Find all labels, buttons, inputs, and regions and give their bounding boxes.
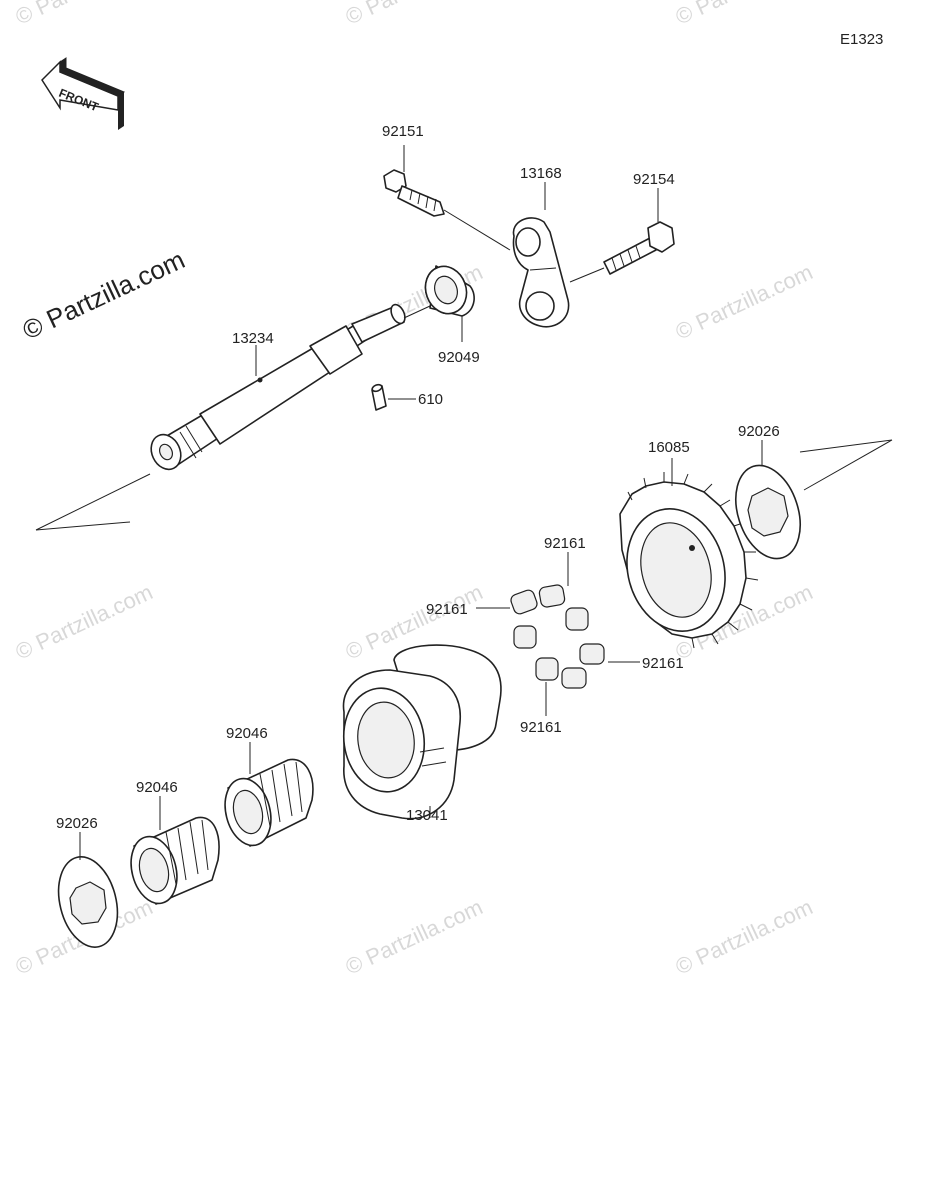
front-arrow-icon: FRONT <box>41 57 126 130</box>
gear-16085 <box>619 472 759 649</box>
watermark: © Partzilla.com <box>672 894 817 979</box>
shaft-13234 <box>150 303 406 471</box>
watermark: © Partzilla.com <box>672 259 817 344</box>
part-label-92161-d: 92161 <box>520 719 562 736</box>
part-label-16085: 16085 <box>648 439 690 456</box>
dampers-92161 <box>510 584 605 689</box>
part-label-13234: 13234 <box>232 330 274 347</box>
watermark-main: © Partzilla.com <box>18 244 189 345</box>
watermark: © Partzilla.com <box>342 0 487 30</box>
leader-92151-axis <box>443 209 511 251</box>
hub-13041 <box>342 644 502 820</box>
part-label-92161-b: 92161 <box>426 601 468 618</box>
part-label-13168: 13168 <box>520 165 562 182</box>
washer-92026-top <box>735 464 801 560</box>
leader-13234-axis-c <box>403 305 431 319</box>
pin-610 <box>371 383 387 411</box>
part-label-92161-a: 92161 <box>544 535 586 552</box>
part-label-92026-top: 92026 <box>738 423 780 440</box>
part-label-92161-c: 92161 <box>642 655 684 672</box>
part-label-92046-lower: 92046 <box>136 779 178 796</box>
bearing-92046-upper <box>224 758 314 847</box>
leader-13234-axis-b <box>35 521 131 531</box>
leader-92026-axis-b <box>803 439 893 491</box>
washer-92026-bottom <box>57 856 119 948</box>
watermark: © Partzilla.com <box>342 894 487 979</box>
part-label-13041: 13041 <box>406 807 448 824</box>
watermark: © Partzilla.com <box>12 579 157 664</box>
part-label-92049: 92049 <box>438 349 480 366</box>
part-label-92154: 92154 <box>633 171 675 188</box>
part-label-92026-bottom: 92026 <box>56 815 98 832</box>
leader-13234-axis-a <box>35 473 151 531</box>
part-label-92046-upper: 92046 <box>226 725 268 742</box>
bolt-92151 <box>383 169 445 217</box>
leader-92026-axis-a <box>799 439 893 453</box>
bolt-92154 <box>603 221 675 275</box>
watermark: © Partzilla.com <box>672 0 817 30</box>
leader-92154-axis <box>569 267 605 283</box>
part-label-610: 610 <box>418 391 443 408</box>
bearing-92046-lower <box>130 816 220 905</box>
seal-92049 <box>424 265 475 317</box>
lever-13168 <box>512 217 570 328</box>
diagram-code: E1323 <box>840 31 883 48</box>
watermark: © Partzilla.com <box>12 0 157 30</box>
part-label-92151: 92151 <box>382 123 424 140</box>
